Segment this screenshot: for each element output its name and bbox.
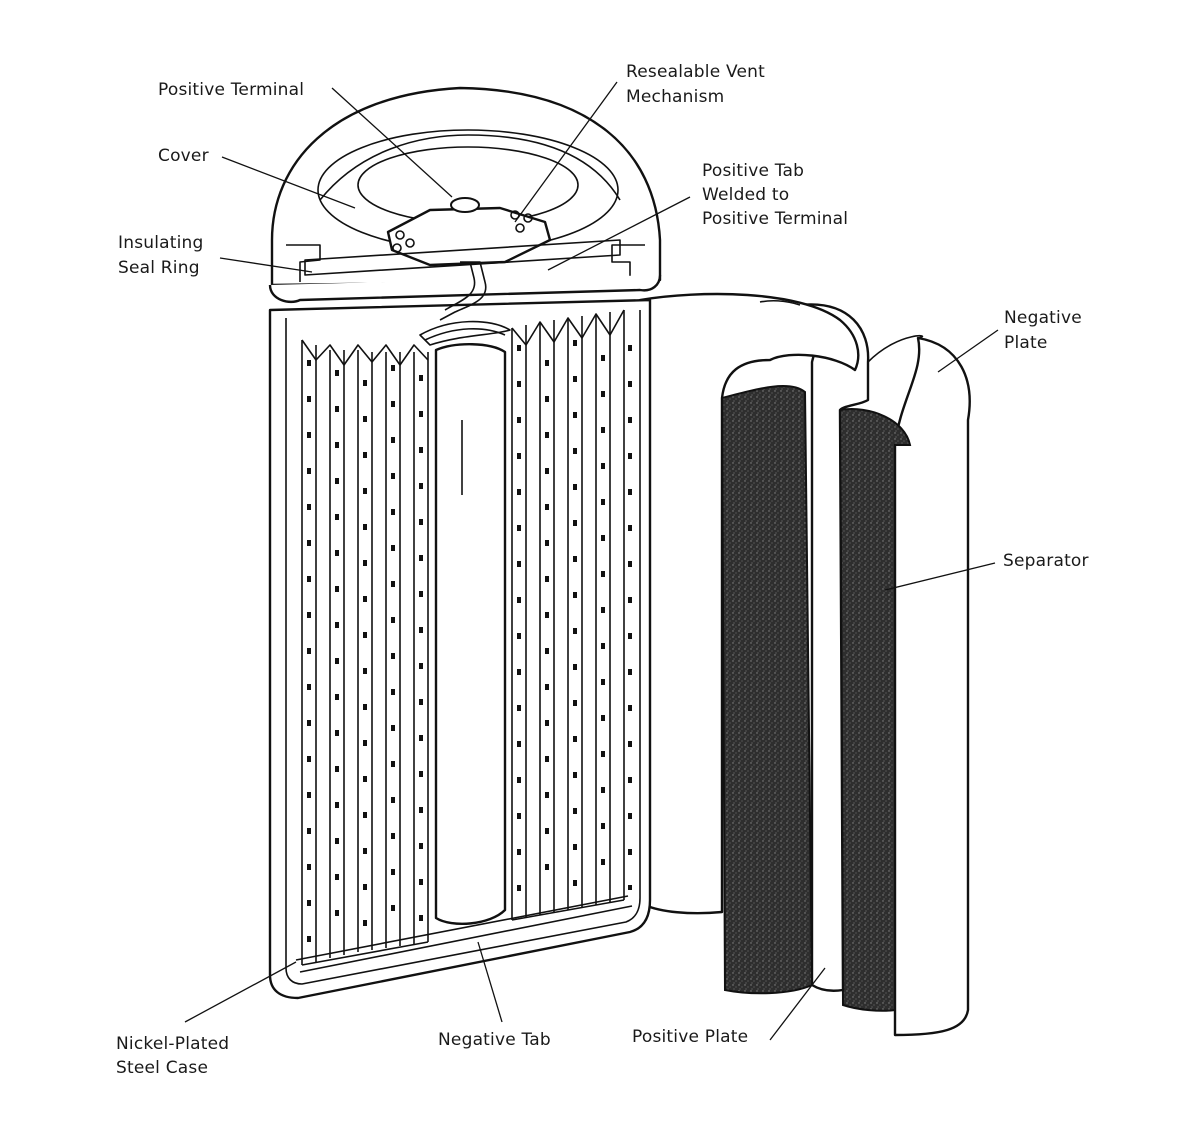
right-plate-stack	[511, 309, 632, 920]
negative-plate-outer	[838, 408, 912, 1012]
leader-positive-tab	[547, 196, 691, 271]
labels: Positive Terminal Cover Insulating Seal …	[116, 62, 1089, 1078]
label-cover: Cover	[158, 146, 209, 166]
separator-sheet-outer	[893, 336, 971, 1037]
leader-insulating-seal-ring	[219, 257, 313, 273]
central-core	[434, 343, 507, 925]
leader-lines	[184, 81, 999, 1041]
case-inner-wall	[285, 310, 641, 985]
wound-electrodes	[301, 309, 632, 966]
leader-positive-plate	[769, 967, 826, 1041]
leader-negative-plate	[937, 329, 999, 373]
label-nickel-plated-case-line1: Nickel-Plated	[116, 1034, 229, 1054]
label-negative-plate-line1: Negative	[1004, 308, 1082, 328]
negative-plate-inner	[720, 385, 814, 995]
label-negative-plate-line2: Plate	[1004, 333, 1048, 353]
leader-positive-terminal	[331, 87, 453, 198]
label-positive-tab-line2: Welded to	[702, 185, 789, 205]
unrolled-layers	[638, 292, 971, 1037]
leader-resealable-vent	[514, 81, 618, 223]
insulating-seal-ring	[304, 239, 621, 276]
label-positive-tab-line3: Positive Terminal	[702, 209, 848, 229]
leader-negative-tab	[477, 941, 503, 1023]
positive-plate-sheet	[638, 292, 860, 915]
label-separator: Separator	[1003, 551, 1089, 571]
leader-nickel-plated-case	[184, 961, 297, 1023]
leader-cover	[221, 156, 356, 209]
positive-tab	[439, 261, 487, 321]
leader-separator	[884, 562, 996, 591]
label-insulating-seal-ring-line2: Seal Ring	[118, 258, 200, 278]
label-positive-terminal: Positive Terminal	[158, 80, 304, 100]
label-positive-tab-line1: Positive Tab	[702, 161, 804, 181]
label-nickel-plated-case-line2: Steel Case	[116, 1058, 208, 1078]
vent-holes	[392, 210, 533, 253]
label-resealable-vent-line1: Resealable Vent	[626, 62, 765, 82]
left-plate-stack	[301, 339, 429, 965]
label-insulating-seal-ring-line1: Insulating	[118, 233, 204, 253]
label-negative-tab: Negative Tab	[438, 1030, 551, 1050]
label-positive-plate: Positive Plate	[632, 1027, 748, 1047]
label-resealable-vent-line2: Mechanism	[626, 87, 724, 107]
